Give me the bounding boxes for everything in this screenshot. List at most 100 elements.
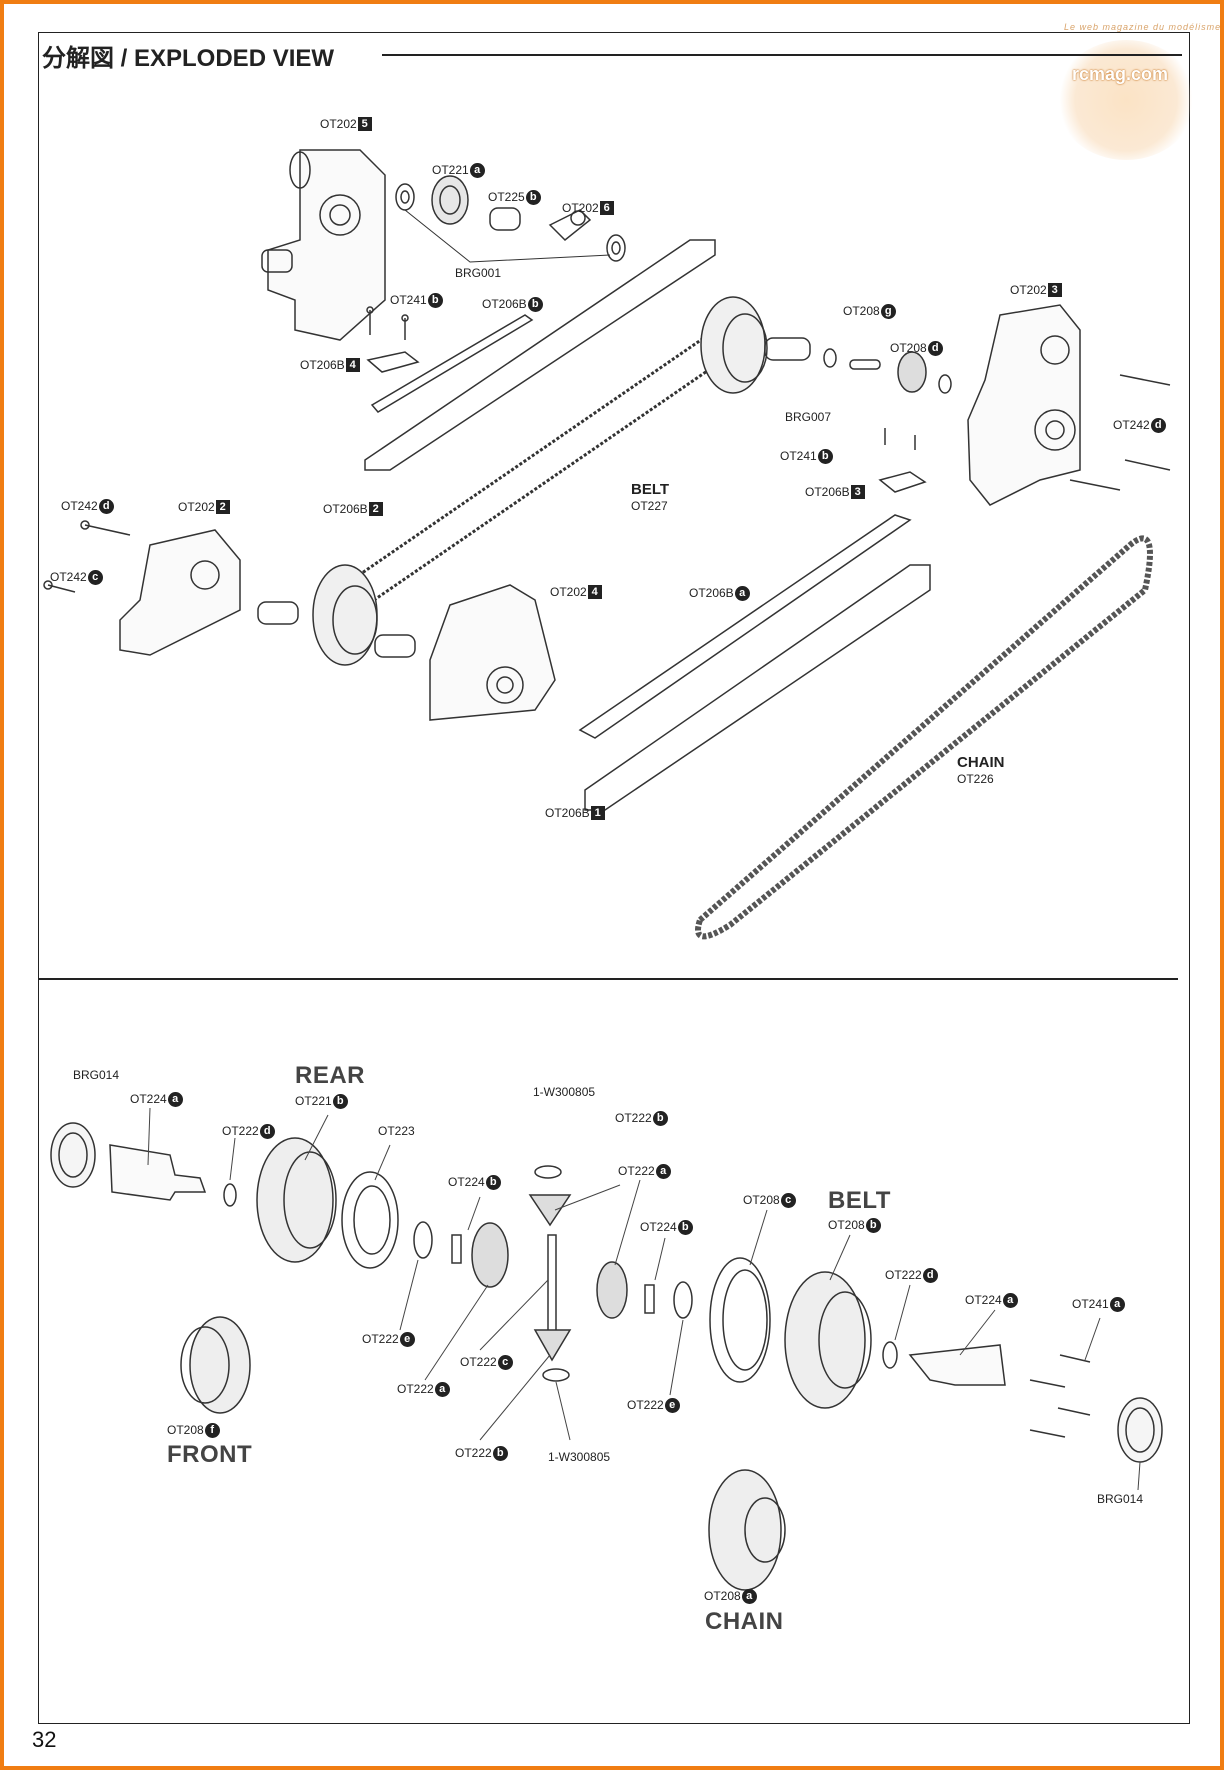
label-belt-top: BELT: [631, 481, 670, 498]
washer-ot222e-right: [673, 1281, 693, 1319]
screws-ot241b-right: [884, 428, 916, 450]
gearbox-housing-5: [261, 149, 386, 341]
gearbox-housing-4: [429, 584, 556, 721]
washer-top: [534, 1165, 562, 1179]
bearing-right: [606, 234, 626, 262]
leader-lines: [147, 1107, 1141, 1491]
washer-ot222e-left: [413, 1221, 433, 1259]
label-chain-top: CHAIN: [957, 754, 1005, 771]
pulley-front: [257, 564, 416, 666]
screws-ot241b: [366, 306, 409, 340]
belt-pulley-ot208b: [784, 1271, 872, 1409]
section-divider: [38, 978, 1178, 980]
outdrive-ot224a-right: [908, 1344, 1006, 1386]
washer-ot222d-right: [882, 1341, 898, 1369]
page-title: 分解図 / EXPLODED VIEW: [42, 38, 343, 73]
chain-ot226: [695, 535, 1153, 940]
gasket-ot223: [341, 1171, 399, 1269]
ring-ot208c: [709, 1257, 771, 1383]
bearing-brg014-right: [1117, 1397, 1163, 1463]
plate-ot206b-b: [370, 314, 534, 413]
gearbox-housing-2: [119, 529, 241, 656]
washer-ot222d-left: [223, 1183, 237, 1207]
screws-ot242d-left: [80, 520, 131, 536]
bevel-bottom-ot222b: [533, 1329, 572, 1362]
spacer-ot225b: [489, 207, 521, 231]
page-number: 32: [32, 1727, 57, 1752]
content-border: [38, 32, 1190, 1724]
pin-ot224b-left: [451, 1234, 462, 1264]
belt-ot227: [329, 318, 746, 622]
label-rear: REAR: [295, 1062, 366, 1089]
rail-ot206b2: [364, 239, 716, 471]
front-carrier-ot208f: [180, 1316, 251, 1414]
bracket-ot2026: [548, 209, 592, 242]
label-w300805-top: 1-W300805: [533, 1085, 596, 1099]
plate-ot206b4: [366, 351, 420, 373]
chain-sprocket-ot208a: [708, 1469, 786, 1591]
label-ot223: OT223: [378, 1124, 415, 1138]
pin-ot208g: [849, 359, 881, 370]
label-front: FRONT: [167, 1441, 253, 1468]
label-ot226: OT226: [957, 772, 994, 786]
label-chain: CHAIN: [705, 1608, 784, 1635]
rail-ot206b1: [584, 564, 931, 811]
label-brg001: BRG001: [455, 266, 502, 280]
bevel-top-ot222b: [528, 1194, 572, 1227]
bearing-brg007-a: [823, 348, 837, 368]
pinion-ot208d: [897, 351, 927, 393]
washer-bottom: [542, 1368, 570, 1382]
watermark-tagline: Le web magazine du modélisme: [1064, 22, 1222, 32]
bevel-gear-ot222a-right: [596, 1261, 628, 1319]
pin-ot224b-right: [644, 1284, 655, 1314]
screws-ot241a: [1029, 1354, 1091, 1438]
screws-ot242d-right: [1069, 374, 1171, 491]
bevel-gear-ot222a-left: [471, 1222, 509, 1288]
watermark-logo: [1056, 40, 1196, 160]
gear-ot221a: [431, 175, 469, 225]
label-brg007: BRG007: [785, 410, 832, 424]
bearing-left: [395, 183, 415, 211]
bearing-brg014-left: [50, 1122, 96, 1188]
shaft-ot222c: [547, 1234, 557, 1336]
label-brg014-left: BRG014: [73, 1068, 120, 1082]
rear-gear-ot221b: [256, 1137, 337, 1263]
label-ot227: OT227: [631, 499, 668, 513]
plate-ot206b-a: [578, 514, 912, 739]
watermark-site: rcmag.com: [1072, 64, 1169, 84]
